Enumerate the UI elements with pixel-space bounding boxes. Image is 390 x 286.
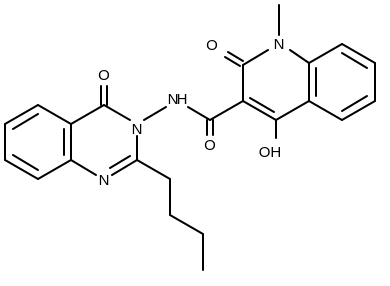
- atom-label-oxygen-quinolinone: O: [206, 37, 218, 54]
- quinazolinone-benzene-ring: [4, 104, 72, 180]
- quinazolinone-pyrimidine-ring: [70, 85, 138, 176]
- atom-label-nitrogen-n3: N: [132, 121, 143, 138]
- atom-label-oxygen-amide: O: [204, 137, 216, 154]
- butyl-chain: [136, 159, 204, 271]
- quinolinone-benzene-ring: [308, 43, 376, 121]
- atom-label-oxygen-quinazolinone: O: [98, 67, 110, 84]
- amide-linker: [143, 100, 244, 136]
- atom-label-hydroxyl: OH: [259, 144, 282, 161]
- atom-label-nitrogen-n1: N: [99, 172, 110, 189]
- atom-label-nitrogen-quinolinone: N: [274, 36, 285, 53]
- atom-label-amide-hydrogen: H: [177, 91, 188, 108]
- atom-label-amide-nitrogen: N: [168, 91, 179, 108]
- quinolinone-pyridinone-ring: [224, 4, 310, 139]
